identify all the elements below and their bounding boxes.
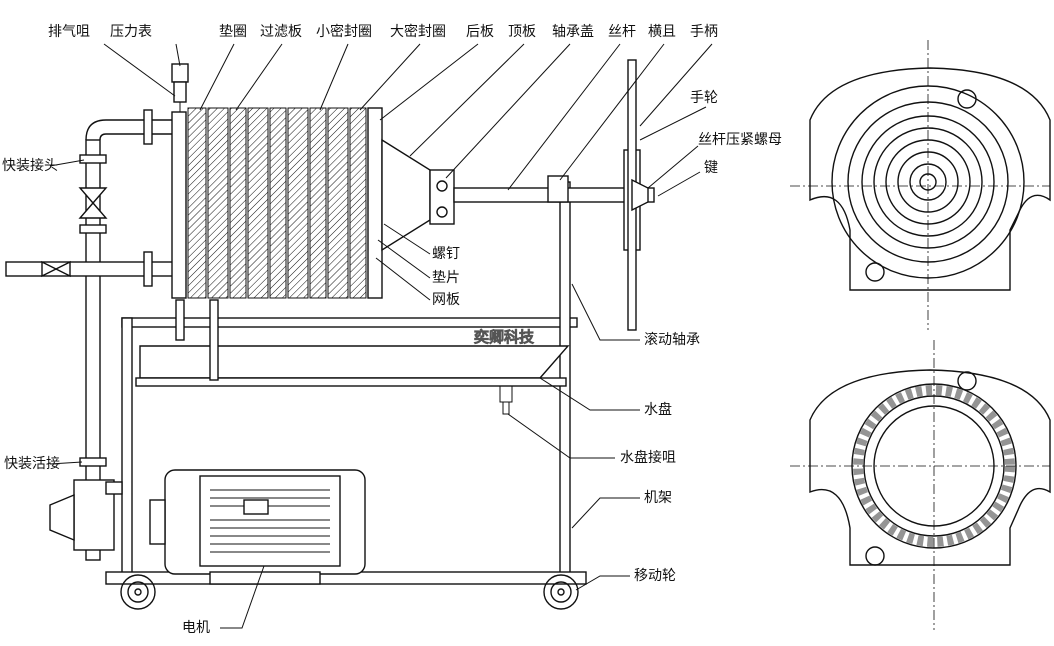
motor (149, 469, 366, 585)
label-bearing-cover: 轴承盖 (552, 24, 594, 40)
label-screw: 螺钉 (432, 246, 460, 262)
label-rolling-bearing: 滚动轴承 (644, 331, 700, 348)
label-lead-screw: 丝杆 (608, 24, 636, 40)
label-water-tray-nozzle: 水盘接咀 (620, 449, 676, 466)
label-quick-union: 快装活接 (4, 455, 60, 472)
watermark: 奕卿科技 (474, 328, 535, 346)
label-large-seal-ring: 大密封圈 (390, 23, 446, 40)
caster-left (120, 574, 156, 610)
label-set: 排气咀 压力表 垫圈 过滤板 小密封圈 大密封圈 后板 顶板 轴承盖 丝杆 横且… (2, 23, 782, 636)
label-rear-plate: 后板 (466, 24, 494, 40)
label-motor: 电机 (182, 620, 210, 636)
lead-screw-assembly (453, 59, 655, 331)
leader-lines (49, 43, 713, 629)
label-pressure-gauge: 压力表 (110, 24, 152, 40)
end-view-top (790, 40, 1051, 330)
end-view-bottom (790, 340, 1051, 630)
label-small-seal-ring: 小密封圈 (316, 23, 372, 40)
label-top-plate: 顶板 (508, 24, 536, 40)
label-spacer: 垫片 (432, 270, 460, 286)
label-frame: 机架 (644, 490, 672, 506)
label-key: 键 (704, 160, 718, 176)
label-filter-plate: 过滤板 (260, 24, 302, 40)
label-handwheel: 手轮 (690, 90, 718, 106)
label-gasket: 垫圈 (219, 24, 247, 40)
water-tray (139, 345, 570, 379)
label-water-tray: 水盘 (644, 401, 672, 418)
filter-plate-stack (171, 107, 455, 299)
water-tray-nozzle (499, 386, 513, 415)
label-crossbar: 横且 (648, 24, 676, 40)
label-vent-nozzle: 排气咀 (48, 24, 90, 40)
label-mesh-plate: 网板 (432, 292, 460, 308)
label-caster: 移动轮 (634, 568, 676, 584)
caster-right (543, 574, 579, 610)
label-handle: 手柄 (690, 24, 718, 40)
pipework (5, 63, 189, 561)
label-screw-lock-nut: 丝杆压紧螺母 (698, 132, 782, 148)
label-quick-connector: 快装接头 (2, 157, 58, 174)
